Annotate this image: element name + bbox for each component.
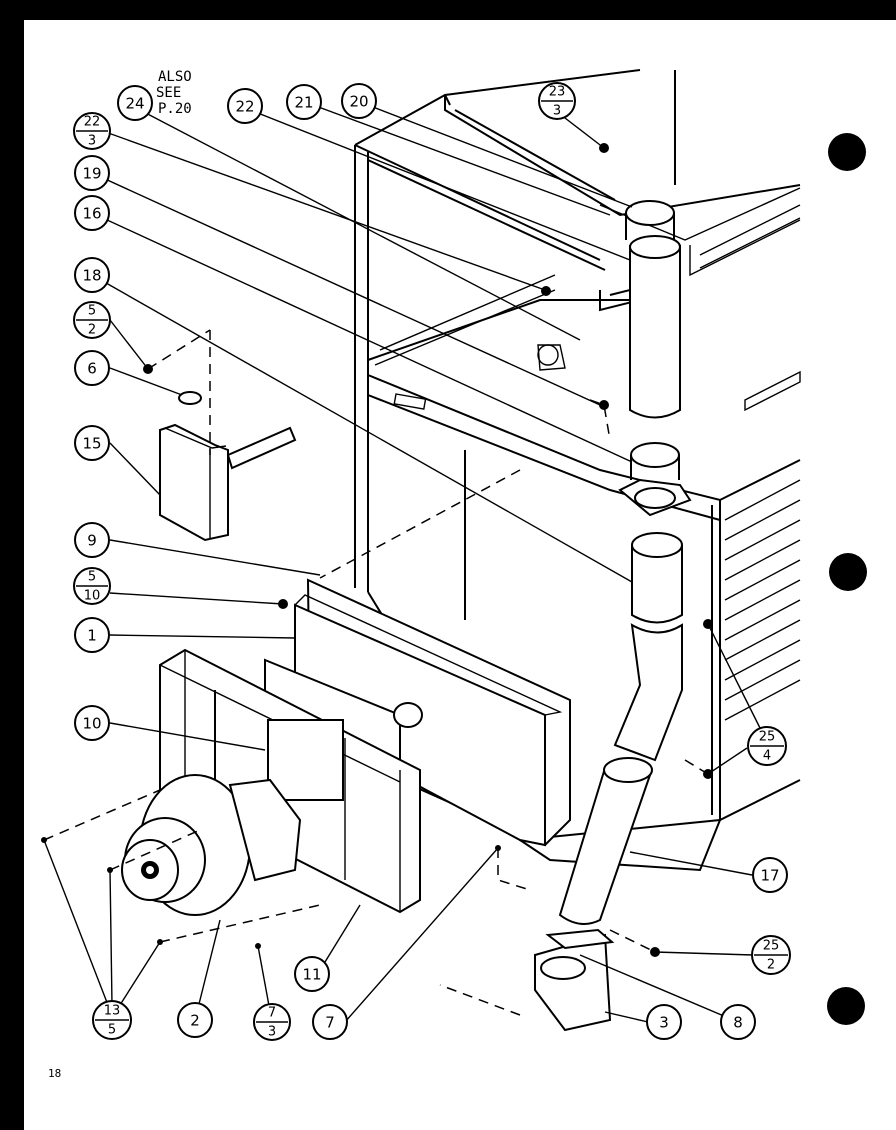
callout-5-2: 5 2	[73, 301, 111, 339]
callout-18: 18	[74, 257, 110, 293]
callout-25-4: 25 4	[747, 726, 787, 766]
svg-text:3: 3	[88, 134, 96, 149]
svg-text:25: 25	[763, 939, 780, 954]
callout-8: 8	[720, 1004, 756, 1040]
svg-text:20: 20	[349, 93, 368, 111]
assembly-lines	[43, 329, 709, 1016]
svg-text:17: 17	[760, 867, 779, 885]
page-number: 18	[48, 1067, 61, 1080]
svg-text:2: 2	[767, 958, 775, 973]
callout-17: 17	[752, 857, 788, 893]
callout-16: 16	[74, 195, 110, 231]
svg-text:4: 4	[763, 749, 771, 764]
svg-text:8: 8	[733, 1014, 743, 1032]
callout-2: 2	[177, 1002, 213, 1038]
note-line-2: SEE	[156, 85, 181, 101]
svg-text:10: 10	[84, 589, 101, 604]
svg-text:24: 24	[125, 95, 144, 113]
callout-20: 20	[341, 83, 377, 119]
svg-text:2: 2	[88, 323, 96, 338]
svg-text:1: 1	[87, 627, 97, 645]
callout-7-3: 7 3	[253, 1003, 291, 1041]
svg-text:23: 23	[549, 85, 566, 100]
callout-7: 7	[312, 1004, 348, 1040]
svg-text:2: 2	[190, 1012, 200, 1030]
svg-text:3: 3	[553, 104, 561, 119]
binder-hole-top	[828, 133, 866, 171]
svg-text:10: 10	[82, 715, 101, 733]
callout-19: 19	[74, 155, 110, 191]
callout-3: 3	[646, 1004, 682, 1040]
svg-text:25: 25	[759, 730, 776, 745]
svg-text:21: 21	[294, 94, 313, 112]
svg-text:6: 6	[87, 360, 97, 378]
vent-pipe-assembly	[534, 200, 692, 1032]
svg-text:22: 22	[235, 98, 254, 116]
svg-text:7: 7	[325, 1014, 335, 1032]
svg-text:5: 5	[108, 1023, 116, 1038]
svg-text:19: 19	[82, 165, 101, 183]
callout-10: 10	[74, 705, 110, 741]
callout-25-2: 25 2	[751, 935, 791, 975]
svg-text:22: 22	[84, 115, 101, 130]
svg-text:15: 15	[82, 435, 101, 453]
callout-23-3: 23 3	[538, 82, 576, 120]
callout-15: 15	[74, 425, 110, 461]
callout-21: 21	[286, 84, 322, 120]
binder-hole-middle	[829, 553, 867, 591]
callout-1: 1	[74, 617, 110, 653]
svg-text:16: 16	[82, 205, 101, 223]
note-line-1: ALSO	[158, 69, 192, 85]
svg-text:18: 18	[82, 267, 101, 285]
see-also-note: ALSO SEE P.20	[156, 69, 192, 117]
callout-5-10: 5 10	[73, 567, 111, 605]
callouts: 24 22 21 20 19 16 18 6 15 9 1 10 2 11 7 …	[73, 82, 791, 1041]
note-line-3: P.20	[158, 101, 192, 117]
binder-hole-bottom	[827, 987, 865, 1025]
drawing-sheet	[24, 20, 896, 1130]
svg-text:5: 5	[88, 304, 96, 319]
callout-6: 6	[74, 350, 110, 386]
svg-text:11: 11	[302, 966, 321, 984]
drain-pan	[159, 423, 297, 542]
callout-11: 11	[294, 956, 330, 992]
svg-text:9: 9	[87, 532, 97, 550]
callout-22: 22	[227, 88, 263, 124]
callout-13-5: 13 5	[92, 1000, 132, 1040]
svg-text:13: 13	[104, 1004, 121, 1019]
svg-text:7: 7	[268, 1006, 276, 1021]
callout-24: 24	[117, 85, 153, 121]
blower-motor	[121, 774, 302, 916]
svg-text:3: 3	[659, 1014, 669, 1032]
blower-housing	[159, 648, 421, 914]
callout-9: 9	[74, 522, 110, 558]
callout-22-3: 22 3	[73, 112, 111, 150]
heat-exchanger	[264, 578, 571, 847]
svg-text:5: 5	[88, 570, 96, 585]
svg-text:3: 3	[268, 1025, 276, 1040]
